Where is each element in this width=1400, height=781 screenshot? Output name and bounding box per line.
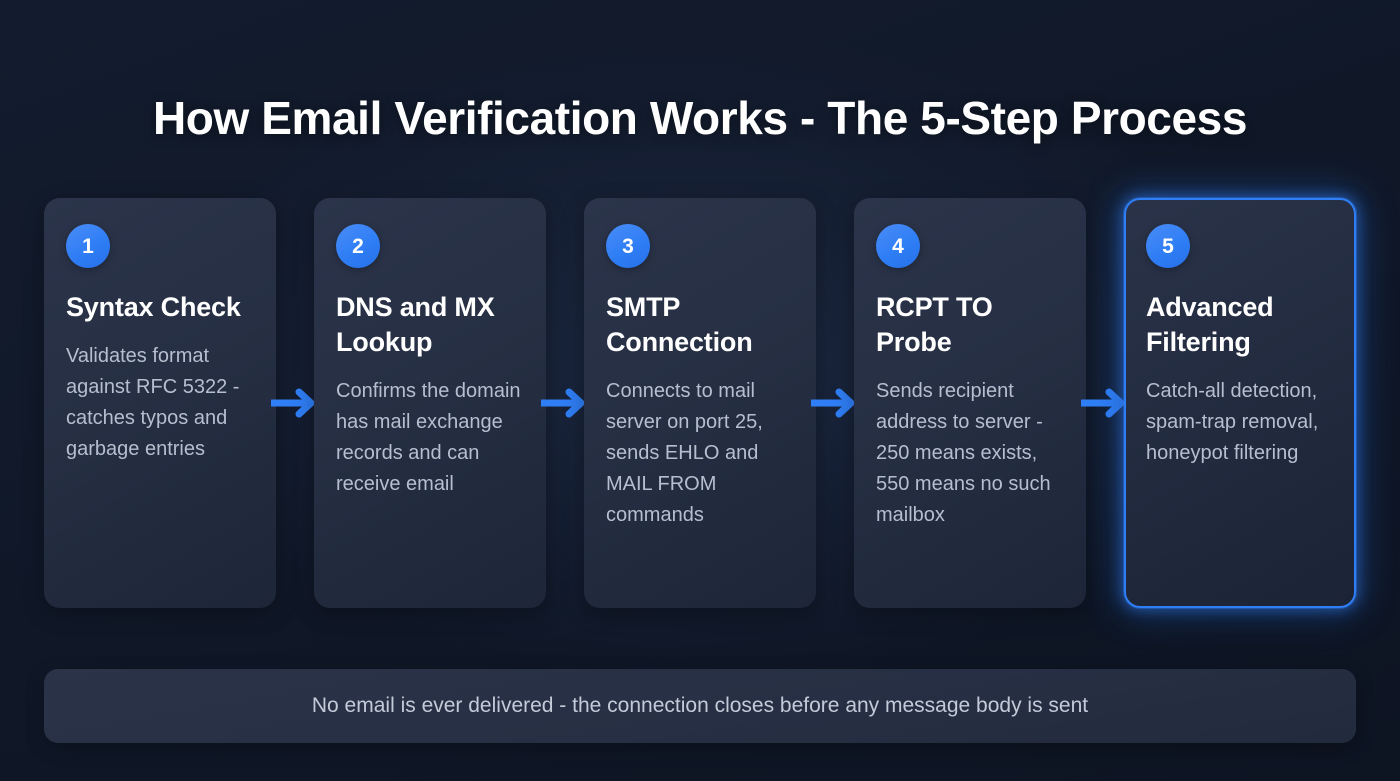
step-description-1: Validates format against RFC 5322 - catc… (66, 345, 240, 460)
arrow-right-icon (811, 388, 855, 418)
step-title-3: SMTP Connection (606, 292, 753, 357)
step-title-2: DNS and MX Lookup (336, 292, 495, 357)
step-card-4[interactable]: 4 RCPT TO Probe Sends recipient address … (854, 198, 1086, 608)
step-number-badge-4: 4 (876, 224, 920, 268)
step-card-1[interactable]: 1 Syntax Check Validates format against … (44, 198, 276, 608)
step-title-5: Advanced Filtering (1146, 292, 1274, 357)
connector-1 (271, 198, 315, 608)
arrow-right-icon (1081, 388, 1125, 418)
connector-3 (811, 198, 855, 608)
footer-note-text: No email is ever delivered - the connect… (311, 694, 1089, 717)
step-number-badge-1: 1 (66, 224, 110, 268)
step-description-3: Connects to mail server on port 25, send… (606, 380, 763, 526)
arrow-right-icon (271, 388, 315, 418)
page-title: How Email Verification Works - The 5-Ste… (152, 92, 1248, 144)
arrow-right-icon (541, 388, 585, 418)
step-title-1: Syntax Check (66, 292, 241, 322)
step-number-badge-3: 3 (606, 224, 650, 268)
step-number-badge-5: 5 (1146, 224, 1190, 268)
connector-4 (1081, 198, 1125, 608)
connector-2 (541, 198, 585, 608)
footer-note-bar: No email is ever delivered - the connect… (44, 669, 1356, 743)
step-description-2: Confirms the domain has mail exchange re… (336, 380, 521, 495)
steps-row: 1 Syntax Check Validates format against … (44, 198, 1356, 608)
step-description-5: Catch-all detection, spam-trap removal, … (1146, 380, 1319, 464)
step-card-5[interactable]: 5 Advanced Filtering Catch-all detection… (1124, 198, 1356, 608)
step-title-4: RCPT TO Probe (876, 292, 993, 357)
step-card-3[interactable]: 3 SMTP Connection Connects to mail serve… (584, 198, 816, 608)
step-description-4: Sends recipient address to server - 250 … (876, 380, 1051, 526)
step-card-2[interactable]: 2 DNS and MX Lookup Confirms the domain … (314, 198, 546, 608)
step-number-badge-2: 2 (336, 224, 380, 268)
